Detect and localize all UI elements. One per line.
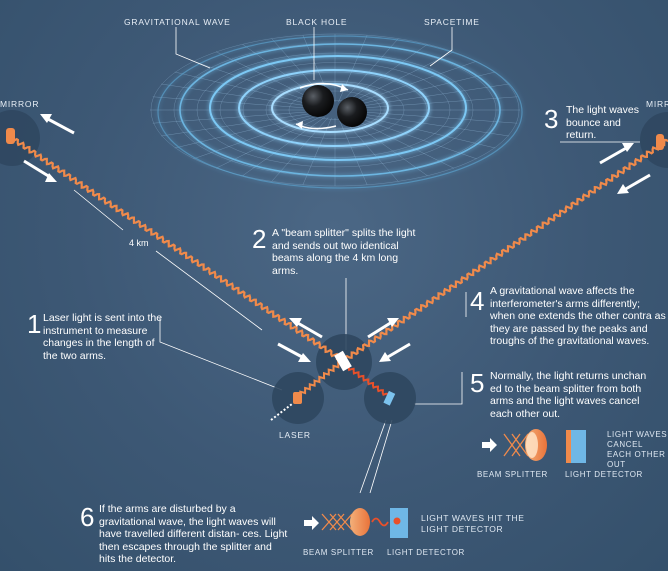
step-4-number: 4: [470, 286, 485, 316]
step-3-text: The light waves bounce and return.: [566, 104, 639, 141]
mirror-left: [0, 110, 40, 166]
laser-source-icon: [293, 392, 302, 404]
step-5-text: Normally, the light returns unchan ed to…: [490, 370, 647, 420]
motion-arrows: [23, 114, 651, 362]
gravitational-wave-label: GRAVITATIONAL WAVE: [124, 17, 231, 27]
black-holes: [295, 82, 367, 130]
right-arm-beam: [342, 138, 668, 364]
legend-disturbed-caption: LIGHT WAVES HIT THE LIGHT DETECTOR: [421, 513, 525, 534]
leader-lines: [159, 27, 640, 494]
step-3-number: 3: [544, 104, 559, 134]
arrow-right-icon: [482, 438, 497, 452]
step-6-number: 6: [80, 502, 95, 532]
laser-dotted-line: [270, 403, 293, 421]
step-5-number: 5: [470, 368, 485, 398]
step-1-text: Laser light is sent into the instrument …: [43, 312, 163, 362]
legend-normal-beam-splitter-label: BEAM SPLITTER: [477, 470, 548, 479]
mirror-right-label: MIRR: [646, 99, 668, 109]
step-6-text: If the arms are disturbed by a gravitati…: [99, 503, 288, 565]
arm-guides: [73, 189, 263, 331]
legend-disturbed-beam-splitter-label: BEAM SPLITTER: [303, 548, 374, 557]
legend-normal-caption: LIGHT WAVES CANCEL EACH OTHER OUT: [607, 430, 668, 469]
spacetime-label: SPACETIME: [424, 17, 480, 27]
step-2-number: 2: [252, 224, 267, 254]
laser-label: LASER: [279, 430, 311, 440]
step-4-text: A gravitational wave affects the interfe…: [490, 285, 666, 347]
step-2-text: A "beam splitter" splits the light and s…: [272, 227, 416, 277]
mirror-left-label: MIRROR: [0, 99, 40, 109]
input-beam: [297, 360, 344, 399]
beam-splitter-icon: [334, 350, 352, 372]
black-hole-1-icon: [302, 85, 334, 117]
legend-normal-art: [482, 429, 586, 463]
left-arm-beam: [10, 137, 344, 362]
legend-disturbed-art: [304, 508, 408, 538]
detector-icon: [383, 390, 396, 406]
black-hole-2-icon: [337, 97, 367, 127]
step-1-number: 1: [27, 309, 42, 339]
legend-disturbed-light-detector-label: LIGHT DETECTOR: [387, 548, 465, 557]
legend-normal-light-detector-label: LIGHT DETECTOR: [565, 470, 643, 479]
output-beam: [343, 363, 389, 397]
arrow-right-icon: [304, 516, 319, 530]
black-hole-label: BLACK HOLE: [286, 17, 348, 27]
arm-length-label: 4 km: [129, 238, 149, 248]
